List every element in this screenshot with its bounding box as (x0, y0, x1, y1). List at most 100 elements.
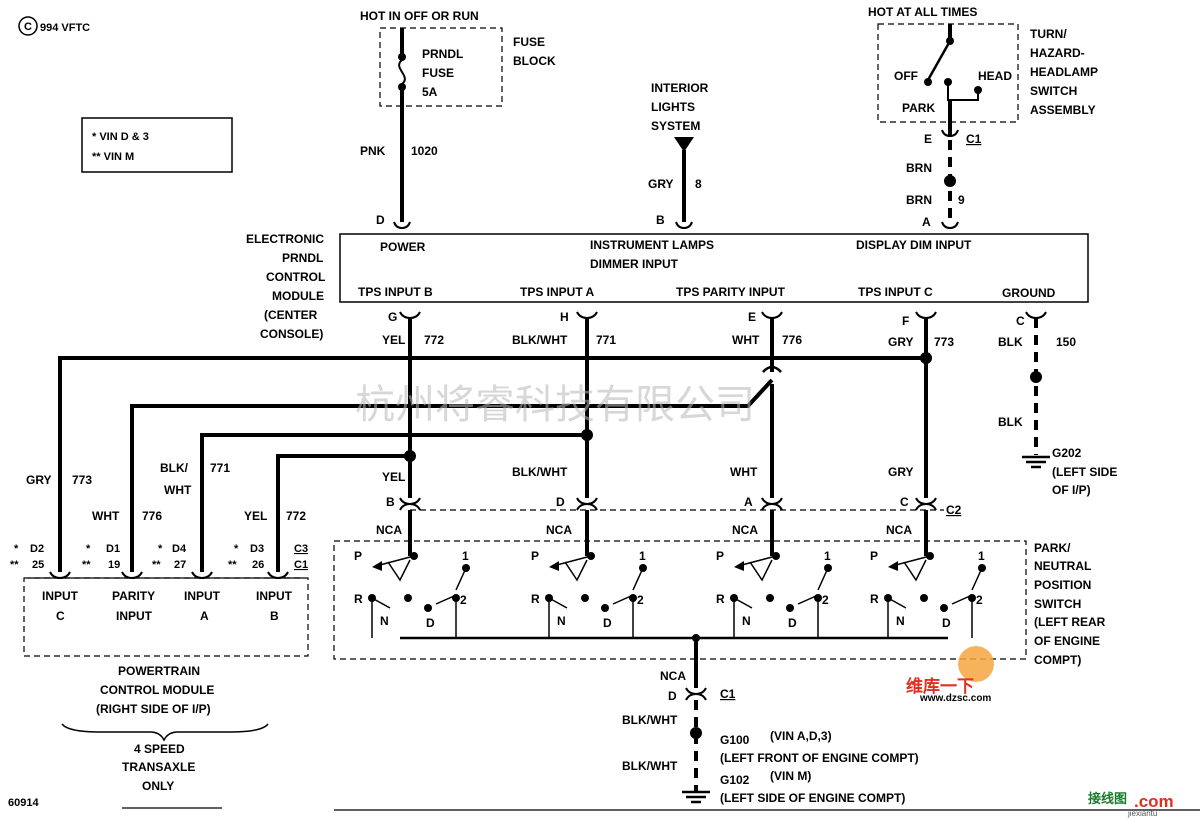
fuse-block-label-2: BLOCK (513, 54, 556, 68)
switch-pin-e: E (924, 132, 932, 146)
splice-772 (404, 450, 416, 462)
switch-park-label: PARK (902, 101, 935, 115)
module-name-5: (CENTER (264, 308, 318, 322)
pnp-section-1-n-node (404, 594, 412, 602)
pnp-section-1-n-label: N (380, 614, 389, 628)
module-pin-a: A (922, 215, 931, 229)
module-pin-h: H (560, 310, 569, 324)
switch-park-head-link (947, 82, 979, 101)
pnp-name-3: POSITION (1034, 578, 1091, 592)
ground-splice-node (690, 727, 702, 739)
c2-conn-label: C2 (946, 503, 962, 517)
c2-pin-c: C (900, 495, 909, 509)
switch-name-3: HEADLAMP (1030, 65, 1098, 79)
switch-off-label: OFF (894, 69, 918, 83)
brn-color-2: BRN (906, 193, 932, 207)
wire-771-color: BLK/WHT (512, 333, 568, 347)
interior-label-3: SYSTEM (651, 119, 700, 133)
pnp-switch-outline (333, 540, 1027, 660)
module-tps-b-label: TPS INPUT B (358, 285, 433, 299)
legend-vin-m: ** VIN M (92, 151, 134, 163)
fuse-block-outline (379, 27, 503, 107)
module-output-connectors (399, 311, 1047, 320)
pnp-section-2-1-label: 1 (639, 549, 646, 563)
switch-c1-connector-icon (941, 129, 959, 138)
switch-blade-icon (926, 40, 952, 81)
g100-loc: (LEFT FRONT OF ENGINE COMPT) (720, 751, 919, 765)
pcm-pin1-m: 25 (32, 559, 44, 571)
pcm-pin3-star1: * (158, 543, 163, 555)
c2-yel-label: YEL (382, 470, 405, 484)
ground-nca: NCA (660, 669, 686, 683)
pcm-conn-c1: C1 (294, 559, 308, 571)
c2-nca-3: NCA (732, 523, 758, 537)
pcm-pin2-star1: * (86, 543, 91, 555)
figure-id: 60914 (8, 797, 39, 809)
ground-g102-icon (682, 790, 710, 804)
module-pin-b: B (656, 213, 665, 227)
pnp-section-4-contact-1-icon (887, 597, 907, 609)
pcm-pin4-star1: * (234, 543, 239, 555)
c2-pin-d: D (556, 495, 565, 509)
copyright-text: 994 VFTC (40, 22, 90, 34)
module-tps-parity-label: TPS PARITY INPUT (676, 285, 786, 299)
pnp-section-2-r-label: R (531, 592, 540, 606)
prndl-module-box (339, 233, 1089, 303)
pin-d-connector-icon (393, 221, 411, 230)
pnp-section-3-r-label: R (716, 592, 725, 606)
logo-badge-icon (958, 646, 994, 682)
c2-nca-4: NCA (886, 523, 912, 537)
copyright-mark: C (24, 21, 32, 33)
pnp-section-3-p-label: P (716, 549, 724, 563)
pnp-section-1-linkage-icon (387, 559, 411, 582)
pcm-parity-2: INPUT (116, 609, 153, 623)
ground-color-1: BLK/WHT (622, 713, 678, 727)
g102-id: G102 (720, 773, 750, 787)
pcm-pin2-m: 19 (108, 559, 120, 571)
switch-name-1: TURN/ (1030, 27, 1067, 41)
pnp-section-1-r-label: R (354, 592, 363, 606)
c2-nca-2: NCA (546, 523, 572, 537)
switch-head-label: HEAD (978, 69, 1012, 83)
module-name-1: ELECTRONIC (246, 232, 324, 246)
pnp-section-3-blade-icon (737, 555, 777, 567)
g202-loc-1: (LEFT SIDE (1052, 465, 1117, 479)
module-name-6: CONSOLE) (260, 327, 323, 341)
c2-blkwht-label: BLK/WHT (512, 465, 568, 479)
pnp-name-2: NEUTRAL (1034, 559, 1091, 573)
pnp-section-3-n-node (766, 594, 774, 602)
pcm-wire-blk-2: WHT (164, 483, 192, 497)
fuse-block-label-1: FUSE (513, 35, 545, 49)
pnp-section-2-n-node (581, 594, 589, 602)
pnp-section-3-contact-3-icon (817, 567, 829, 591)
pnp-section-2-n-label: N (557, 614, 566, 628)
pcm-input-c-1: INPUT (42, 589, 79, 603)
brn-circuit: 9 (958, 193, 965, 207)
wire-771-to-pcm (200, 433, 587, 572)
module-tps-a-label: TPS INPUT A (520, 285, 595, 299)
module-power-label: POWER (380, 240, 426, 254)
interior-wire-circuit: 8 (695, 177, 702, 191)
pnp-section-2-p-label: P (531, 549, 539, 563)
module-name-4: MODULE (272, 289, 324, 303)
g100-id: G100 (720, 733, 750, 747)
pnp-section-2-linkage-icon (564, 559, 588, 582)
wire-773-to-pcm (58, 356, 926, 572)
pnp-section-2-contact-3-icon (632, 567, 644, 591)
copyright-circle (18, 16, 38, 36)
pnp-section-2-blade-icon (552, 555, 592, 567)
wire-772-circuit: 772 (424, 333, 444, 347)
logo-url: www.dzsc.com (919, 693, 991, 704)
module-pin-e: E (748, 310, 756, 324)
fuse-element-icon (398, 59, 406, 85)
pnp-section-3-d-label: D (788, 616, 797, 630)
pcm-note-1: 4 SPEED (134, 742, 185, 756)
pnp-section-4-linkage-icon (903, 559, 927, 582)
pcm-brace-icon (61, 723, 269, 742)
pnp-section-2-contact-1-icon (548, 597, 568, 609)
module-ground-label: GROUND (1002, 286, 1056, 300)
ground-c1-connector-icon (685, 687, 707, 701)
pnp-section-4-2-label: 2 (976, 593, 983, 607)
